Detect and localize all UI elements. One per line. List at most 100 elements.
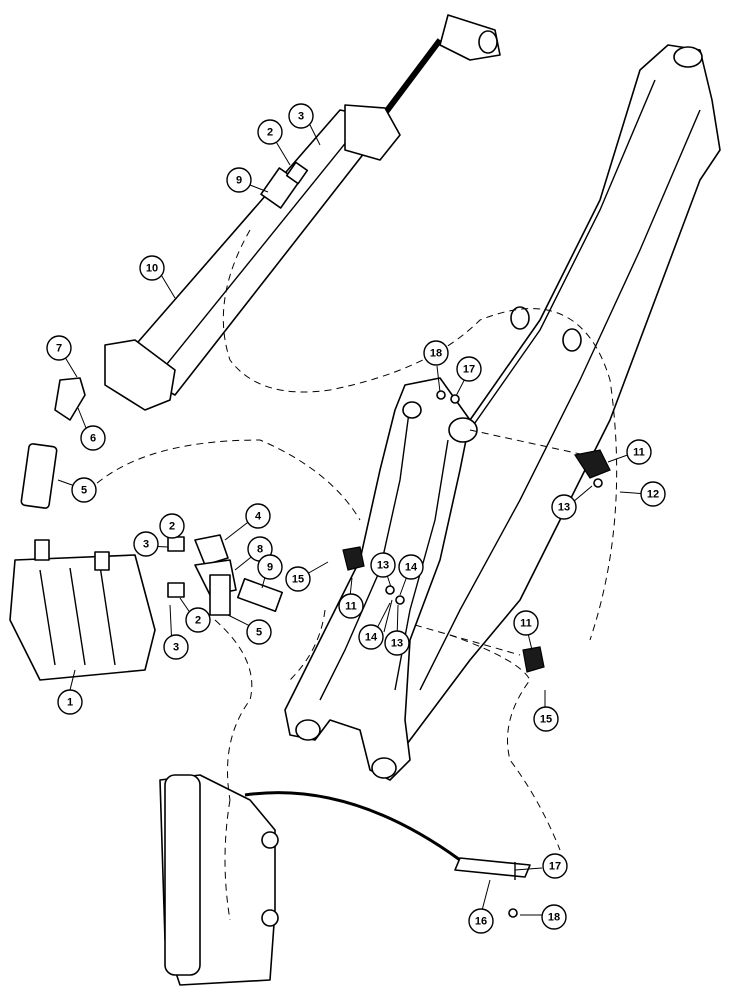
callout-label: 7 — [56, 343, 62, 355]
callout-label: 3 — [173, 642, 179, 654]
callout-circle — [80, 425, 106, 451]
callout-11: 11 — [513, 610, 539, 636]
fittings — [20, 161, 611, 673]
callout-13: 13 — [370, 552, 396, 578]
callout-circle — [542, 853, 568, 879]
callout-17: 17 — [456, 356, 482, 382]
callout-circle — [257, 554, 283, 580]
hose-routing-dashes — [79, 229, 618, 921]
callout-18: 18 — [423, 340, 449, 366]
callout-circle — [513, 610, 539, 636]
callout-label: 13 — [558, 502, 570, 514]
callout-circle — [398, 554, 424, 580]
callout-label: 2 — [169, 521, 175, 533]
callout-label: 17 — [463, 364, 475, 376]
callout-label: 14 — [365, 632, 378, 644]
callout-circle — [456, 356, 482, 382]
callout-circle — [288, 103, 314, 129]
hydraulic-cylinder — [104, 14, 501, 411]
callout-label: 11 — [520, 618, 532, 630]
callout-label: 9 — [236, 175, 242, 187]
callout-2: 2 — [185, 607, 211, 633]
callout-circle — [257, 119, 283, 145]
callout-label: 12 — [647, 489, 659, 501]
callout-11: 11 — [338, 593, 364, 619]
callout-circle — [423, 340, 449, 366]
plate — [454, 857, 531, 878]
callout-4: 4 — [245, 503, 271, 529]
callout-circle — [338, 593, 364, 619]
callout-circle — [533, 706, 559, 732]
callout-label: 15 — [292, 574, 304, 586]
callout-circle — [246, 619, 272, 645]
callout-1: 1 — [57, 689, 83, 715]
callout-label: 8 — [257, 544, 263, 556]
callout-label: 3 — [298, 111, 304, 123]
callout-16: 16 — [468, 908, 494, 934]
callout-label: 3 — [143, 539, 149, 551]
callout-label: 2 — [195, 615, 201, 627]
callout-group: 1222333455678991011111112131313141415151… — [46, 103, 666, 934]
callout-circle — [159, 513, 185, 539]
control-valve — [9, 539, 156, 681]
callout-5: 5 — [246, 619, 272, 645]
callout-circle — [133, 531, 159, 557]
callout-circle — [285, 566, 311, 592]
callout-2: 2 — [159, 513, 185, 539]
callout-12: 12 — [640, 481, 666, 507]
callout-label: 17 — [549, 861, 561, 873]
callout-13: 13 — [384, 630, 410, 656]
callout-label: 18 — [548, 912, 560, 924]
callout-15: 15 — [533, 706, 559, 732]
callout-label: 18 — [430, 348, 442, 360]
callout-5: 5 — [71, 477, 97, 503]
callout-label: 15 — [540, 714, 552, 726]
callout-3: 3 — [133, 531, 159, 557]
callout-circle — [358, 624, 384, 650]
callout-label: 11 — [633, 447, 645, 459]
callout-2: 2 — [257, 119, 283, 145]
callout-6: 6 — [80, 425, 106, 451]
callout-18: 18 — [541, 904, 567, 930]
callout-circle — [71, 477, 97, 503]
callout-circle — [226, 167, 252, 193]
callout-circle — [468, 908, 494, 934]
callout-circle — [163, 634, 189, 660]
callout-9: 9 — [226, 167, 252, 193]
callout-circle — [384, 630, 410, 656]
callout-label: 4 — [255, 511, 262, 523]
callout-15: 15 — [285, 566, 311, 592]
callout-11: 11 — [626, 439, 652, 465]
callout-3: 3 — [288, 103, 314, 129]
callout-circle — [541, 904, 567, 930]
callout-circle — [370, 552, 396, 578]
callout-label: 16 — [475, 916, 487, 928]
callout-7: 7 — [46, 335, 72, 361]
callout-label: 14 — [405, 562, 418, 574]
callout-9: 9 — [257, 554, 283, 580]
callout-circle — [139, 255, 165, 281]
callout-10: 10 — [139, 255, 165, 281]
callout-label: 13 — [377, 560, 389, 572]
callout-label: 10 — [146, 263, 158, 275]
swing-tower — [159, 774, 279, 986]
callout-label: 11 — [345, 601, 357, 613]
callout-label: 1 — [67, 697, 73, 709]
callout-label: 2 — [267, 127, 273, 139]
callout-14: 14 — [358, 624, 384, 650]
callout-14: 14 — [398, 554, 424, 580]
callout-17: 17 — [542, 853, 568, 879]
callout-label: 6 — [90, 433, 96, 445]
callout-label: 9 — [267, 562, 273, 574]
callout-circle — [46, 335, 72, 361]
boom — [379, 44, 721, 761]
callout-label: 5 — [256, 627, 262, 639]
callout-label: 13 — [391, 638, 403, 650]
callout-label: 5 — [81, 485, 87, 497]
callout-circle — [640, 481, 666, 507]
hardware — [385, 390, 603, 918]
callout-circle — [245, 503, 271, 529]
callout-13: 13 — [551, 494, 577, 520]
callout-circle — [626, 439, 652, 465]
